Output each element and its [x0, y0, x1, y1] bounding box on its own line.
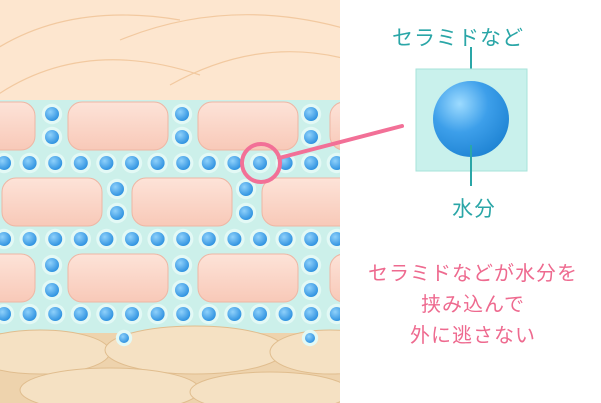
ceramide-dot [176, 232, 191, 246]
ceramide-dot [304, 130, 318, 144]
water-label: 水分 [452, 197, 496, 221]
basal-cell [104, 325, 286, 375]
ceramide-dot [0, 156, 11, 170]
ceramide-ball [433, 81, 509, 157]
ceramide-dot [305, 333, 315, 343]
ceramide-label: セラミドなど [392, 26, 524, 50]
ceramide-dot [304, 107, 318, 121]
basal-cell [269, 329, 340, 375]
basal-cells [0, 325, 340, 403]
caption-line: 挟み込んで [421, 292, 525, 316]
ceramide-dot [22, 307, 37, 321]
ceramide-dot [48, 307, 63, 321]
upper-layer [0, 0, 340, 105]
ceramide-dot [304, 307, 319, 321]
ceramide-dot [304, 156, 319, 170]
ceramide-dot [45, 107, 59, 121]
ceramide-dot [278, 232, 293, 246]
ceramide-dot [175, 258, 189, 272]
ceramide-dot [329, 156, 340, 170]
ceramide-dot [304, 258, 318, 272]
upper-curve-line [0, 59, 201, 94]
ceramide-dot [150, 156, 165, 170]
cell-block [0, 101, 36, 151]
ceramide-dot [119, 333, 129, 343]
cell-block [131, 177, 233, 227]
highlight-ring [240, 142, 282, 184]
cell-block [67, 101, 169, 151]
ceramide-dot [176, 307, 191, 321]
cell-block [329, 102, 340, 150]
ceramide-dot [22, 156, 37, 170]
caption-line: 外に逃さない [410, 323, 536, 347]
cell-block [261, 177, 340, 227]
ceramide-dot [110, 182, 124, 196]
cell-block [0, 253, 36, 303]
upper-curve-line [119, 14, 340, 41]
ceramide-dot [22, 232, 37, 246]
ceramide-dot [45, 130, 59, 144]
skin-layers [0, 0, 340, 403]
ceramide-dot [227, 307, 242, 321]
ceramide-dot [45, 258, 59, 272]
ceramide-dot [304, 283, 318, 297]
pointer-line [277, 124, 404, 160]
ceramide-dot [253, 232, 267, 246]
ceramide-dot [227, 232, 242, 246]
ceramide-dot [45, 283, 59, 297]
ceramide-dot [278, 156, 293, 170]
ceramide-dot [175, 283, 189, 297]
cell-block [197, 101, 299, 151]
ceramide-dot [329, 307, 340, 321]
ceramide-dot [125, 232, 139, 246]
caption-line: セラミドなどが水分を [368, 261, 578, 285]
ceramide-dot [0, 307, 11, 321]
cell-blocks [0, 101, 340, 303]
caption: セラミドなどが水分を 挟み込んで 外に逃さない [345, 258, 601, 351]
ceramide-dot [110, 206, 124, 220]
cell-block [329, 254, 340, 302]
ceramide-dot [73, 232, 88, 246]
ceramide-dot [201, 307, 216, 321]
ceramide-dot [278, 307, 293, 321]
ceramide-dot [125, 307, 139, 321]
ceramide-dot [73, 156, 88, 170]
ceramide-dot [99, 232, 114, 246]
ceramide-dots [0, 103, 340, 347]
ceramide-dot [175, 130, 189, 144]
ceramide-dot [176, 156, 191, 170]
ceramide-dot [99, 307, 114, 321]
ceramide-dot [253, 307, 267, 321]
ceramide-dot [253, 156, 267, 170]
cell-block [1, 177, 103, 227]
ceramide-dot [150, 307, 165, 321]
ceramide-dot [175, 107, 189, 121]
ceramide-dot [0, 232, 11, 246]
ceramide-dot [304, 232, 319, 246]
upper-curve-line [169, 51, 340, 86]
ceramide-dot [239, 206, 253, 220]
ceramide-dot [201, 156, 216, 170]
ceramide-dot [99, 156, 114, 170]
ceramide-dot [227, 156, 242, 170]
ceramide-dot [125, 156, 139, 170]
ceramide-dot [201, 232, 216, 246]
cell-block [67, 253, 169, 303]
ceramide-dot [73, 307, 88, 321]
basal-cell [189, 371, 340, 403]
ceramide-dot [150, 232, 165, 246]
ceramide-dot [48, 156, 63, 170]
cell-block [197, 253, 299, 303]
upper-curve-line [0, 14, 181, 48]
ceramide-dot [239, 182, 253, 196]
ceramide-dot [329, 232, 340, 246]
ceramide-dot [48, 232, 63, 246]
